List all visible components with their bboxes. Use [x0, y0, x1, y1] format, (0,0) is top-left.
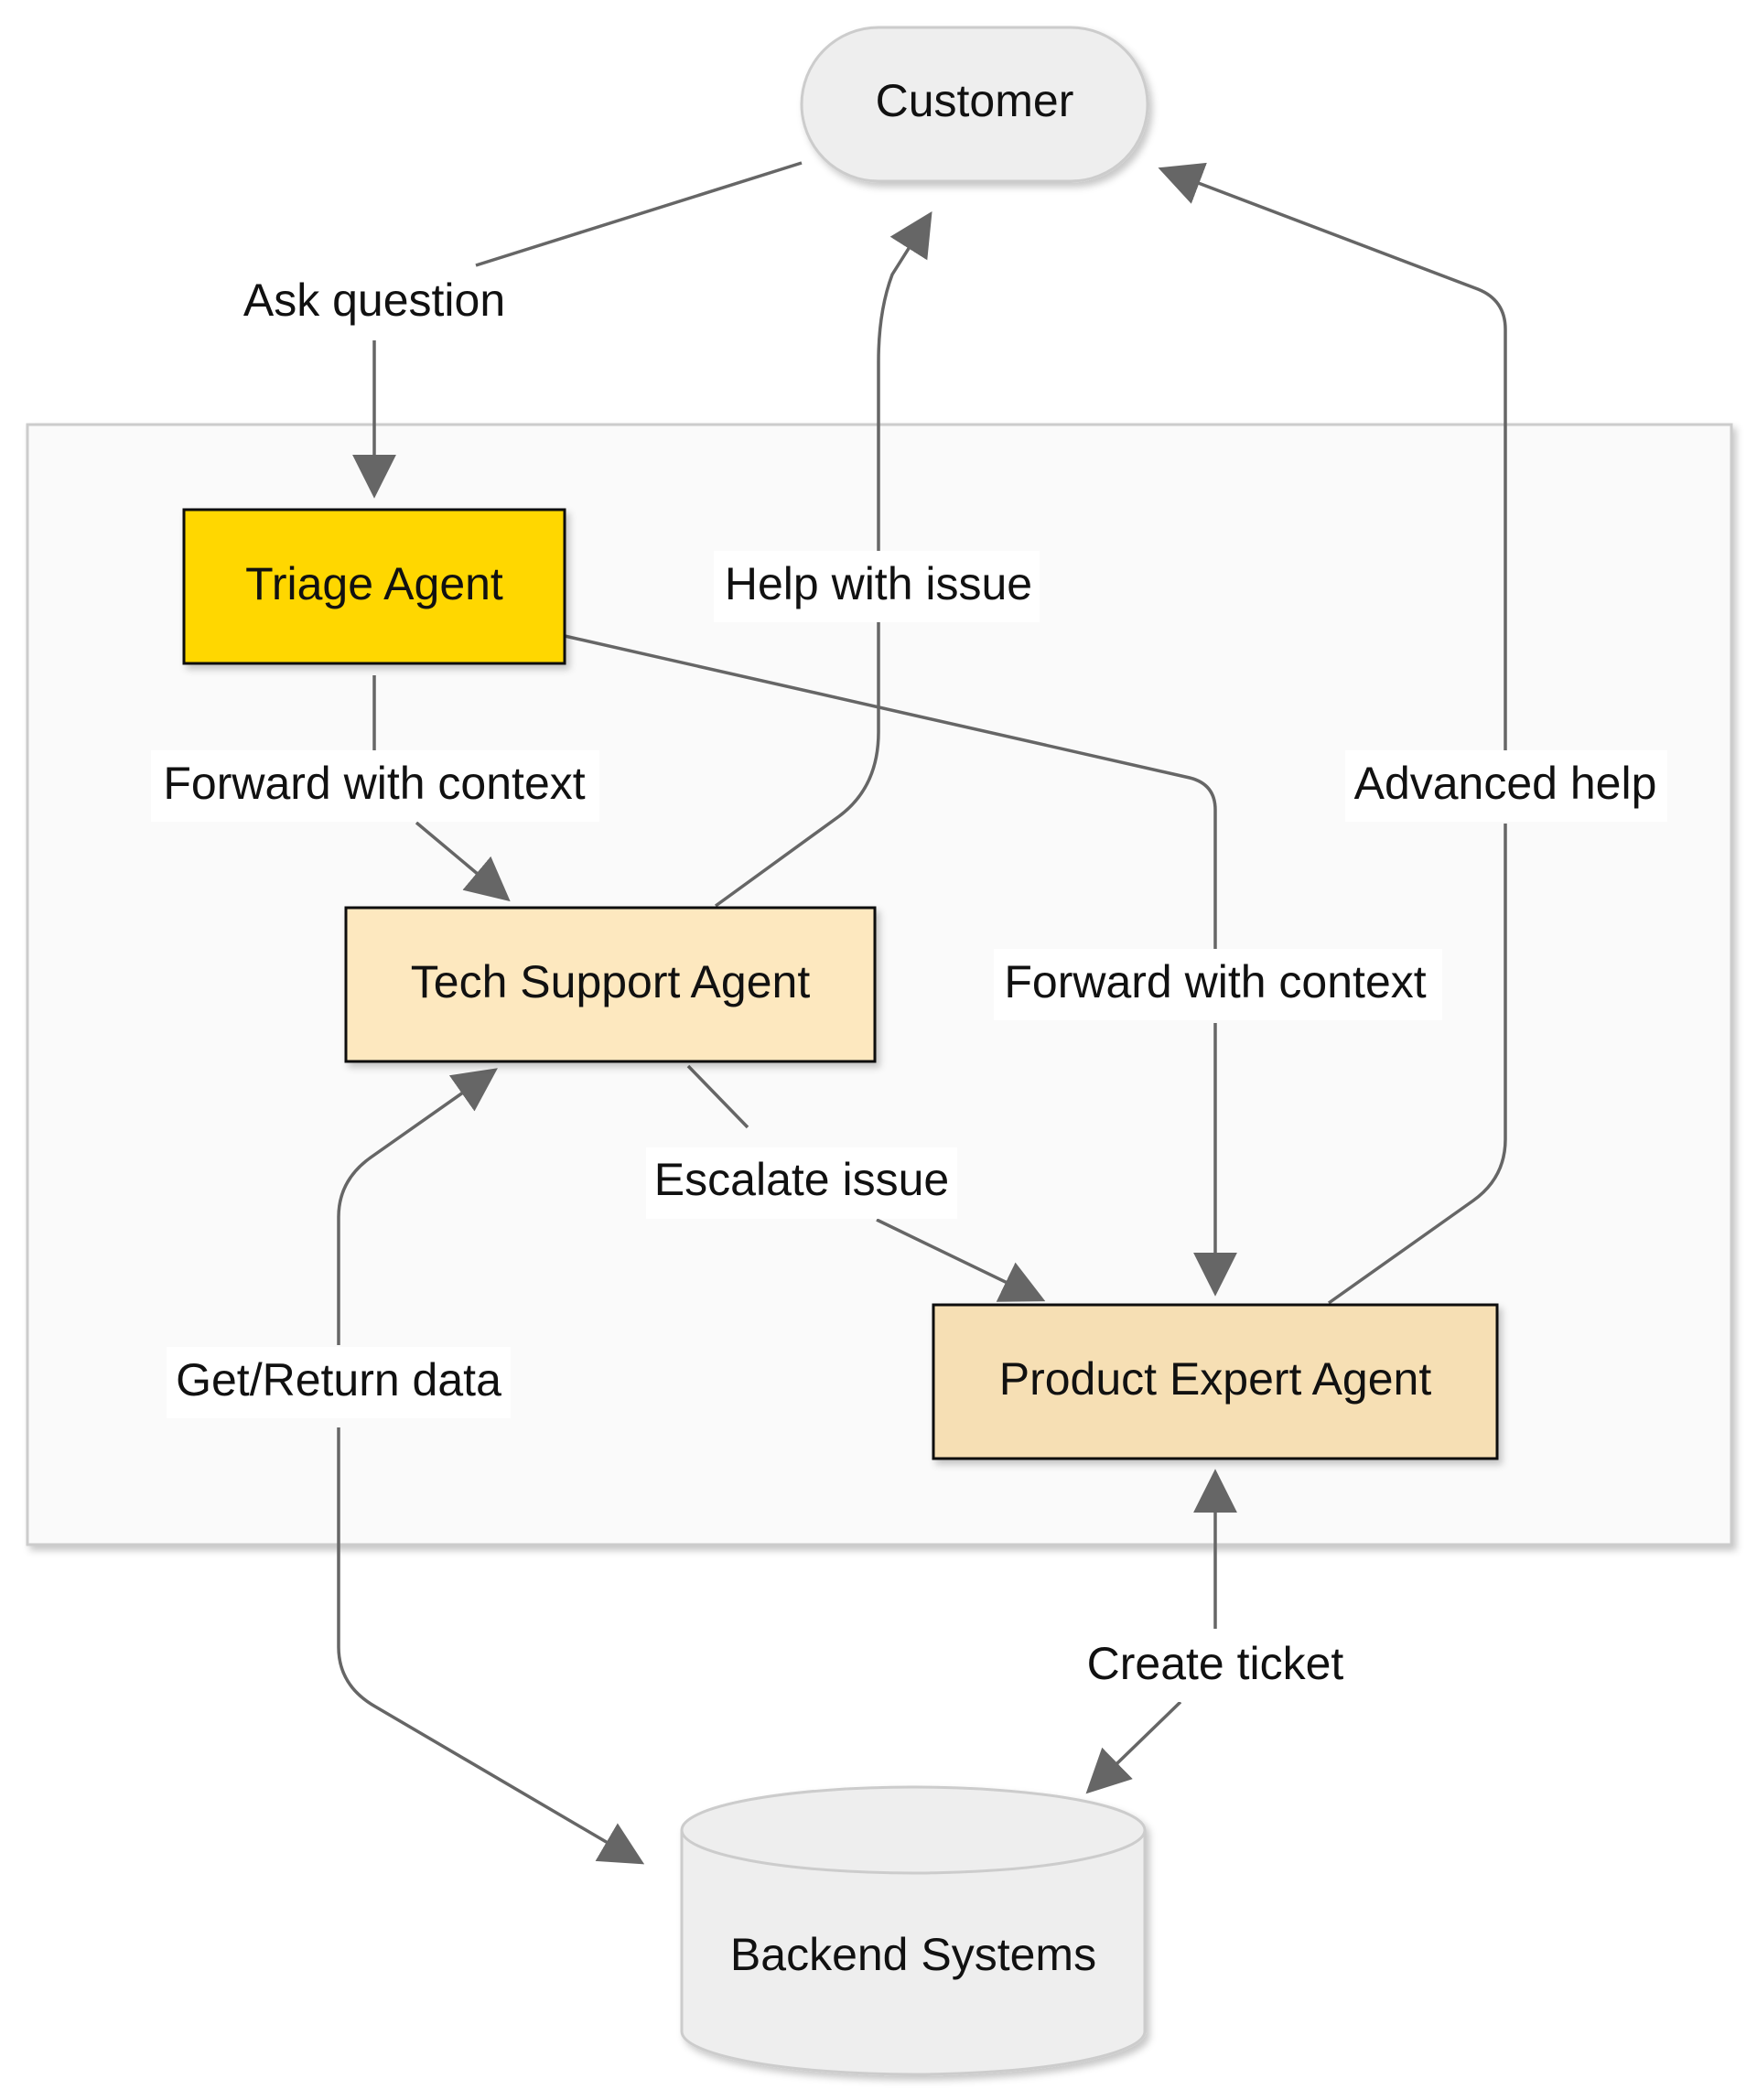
label-help-with-issue: Help with issue — [725, 558, 1032, 609]
edge-advanced-help — [1162, 169, 1507, 1305]
edge-get-return-data — [337, 1071, 641, 1862]
node-triage-agent-label: Triage Agent — [245, 558, 503, 609]
label-forward-product: Forward with context — [1004, 956, 1426, 1007]
node-product-expert-agent — [932, 1303, 1499, 1460]
label-advanced-help: Advanced help — [1354, 758, 1657, 809]
node-customer-label: Customer — [876, 75, 1074, 126]
node-product-expert-agent-label: Product Expert Agent — [999, 1353, 1432, 1405]
label-create-ticket: Create ticket — [1087, 1638, 1344, 1689]
node-triage-agent — [182, 508, 566, 665]
edge-ask-question — [374, 161, 803, 494]
label-get-return-data: Get/Return data — [176, 1354, 501, 1405]
node-tech-support-agent-label: Tech Support Agent — [411, 956, 811, 1007]
edge-create-ticket — [1089, 1473, 1215, 1791]
edge-forward-tech — [372, 675, 507, 899]
node-backend-systems — [680, 1785, 1147, 2076]
edge-escalate-issue — [686, 1064, 1041, 1299]
label-forward-tech: Forward with context — [163, 758, 585, 809]
node-customer — [800, 26, 1149, 183]
label-escalate-issue: Escalate issue — [654, 1154, 949, 1205]
node-backend-systems-label: Backend Systems — [730, 1929, 1096, 1980]
edge-help-with-issue — [714, 210, 932, 908]
edge-forward-product — [564, 634, 1215, 1292]
label-ask-question: Ask question — [243, 275, 505, 326]
node-tech-support-agent — [344, 906, 877, 1063]
